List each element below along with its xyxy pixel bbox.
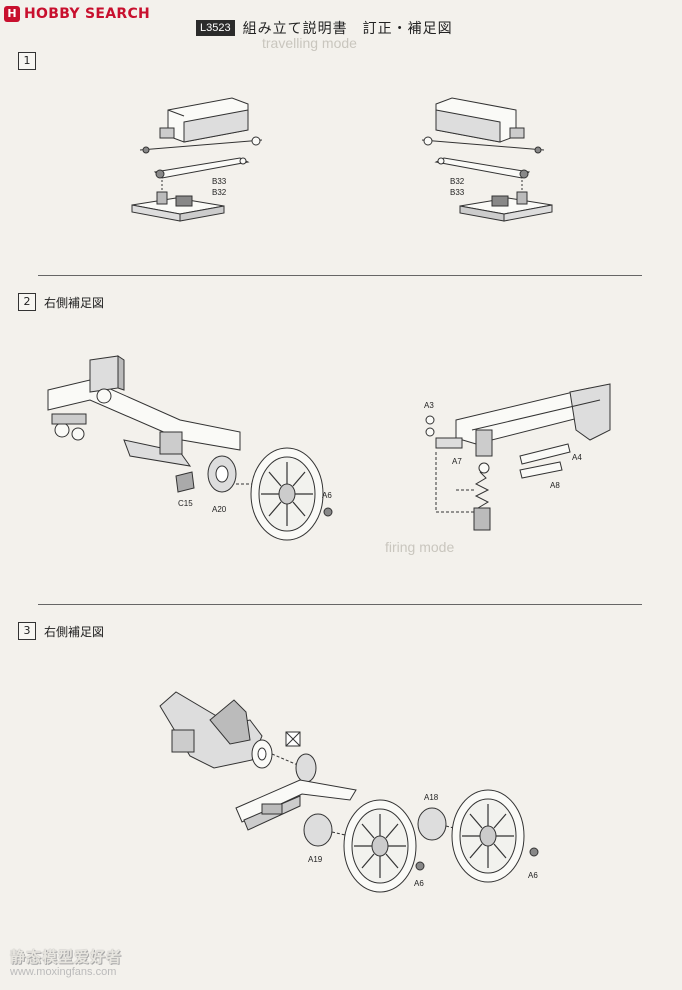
s2-left-chassis (47, 355, 280, 493)
part-label-b32-left: B32 (212, 188, 227, 197)
section-divider-1 (38, 275, 642, 276)
part-label-a18: A18 (424, 793, 439, 802)
section-3-label: 右側補足図 (44, 625, 105, 639)
hobby-search-logo[interactable]: H HOBBY SEARCH (4, 5, 150, 23)
part-label-a6-s3-right: A6 (528, 871, 538, 880)
part-label-a4: A4 (572, 453, 582, 462)
part-label-b33-left: B33 (212, 177, 227, 186)
watermark-url: www.moxingfans.com (10, 966, 117, 978)
part-label-a6-s2: A6 (322, 491, 332, 500)
part-label-b32-right: B32 (450, 177, 465, 186)
part-label-b33-right: B33 (450, 188, 465, 197)
page-title: L3523 組み立て説明書 訂正・補足図 (196, 18, 453, 38)
part-label-a7: A7 (452, 457, 462, 466)
watermark-text: 静态模型爱好者 (10, 948, 123, 966)
s3-wheel-right (451, 789, 539, 883)
part-label-a3: A3 (424, 401, 434, 410)
s3-trail-assembly (159, 691, 485, 847)
product-code-badge: L3523 (196, 20, 235, 36)
part-label-a20: A20 (212, 505, 227, 514)
s3-wheel-left (343, 799, 425, 893)
part-label-c15: C15 (178, 499, 193, 508)
s1-right-assembly (421, 97, 553, 222)
section-divider-2 (38, 604, 642, 605)
section-2-number: 2 (18, 293, 36, 311)
section-2-label: 右側補足図 (44, 296, 105, 310)
logo-text: HOBBY SEARCH (24, 6, 151, 22)
title-text: 組み立て説明書 訂正・補足図 (242, 21, 453, 37)
ghost-text-middle: firing mode (385, 539, 454, 555)
section-3-number: 3 (18, 622, 36, 640)
part-label-a6-s3-left: A6 (414, 879, 424, 888)
part-label-a19: A19 (308, 855, 323, 864)
s1-left-assembly (131, 97, 263, 222)
s2-wheel (250, 447, 333, 541)
s2-right-frame (425, 383, 611, 531)
part-label-a8: A8 (550, 481, 560, 490)
section-1-number: 1 (18, 52, 36, 70)
ghost-text-top: travelling mode (262, 35, 357, 51)
logo-badge: H (4, 6, 20, 22)
